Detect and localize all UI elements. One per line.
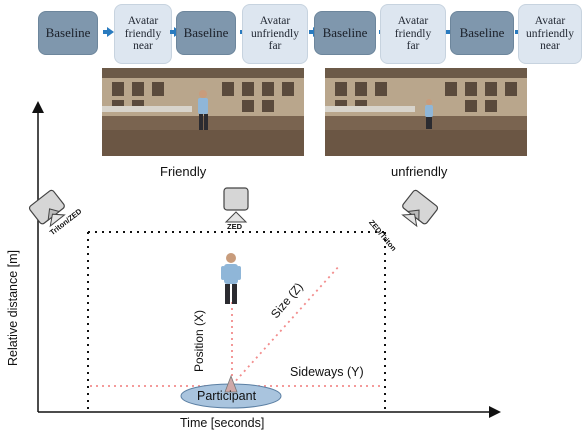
avatar-icon: [221, 253, 241, 304]
baseline-block: Baseline: [450, 11, 514, 55]
y-axis-label: Relative distance [m]: [6, 249, 20, 366]
baseline-block: Baseline: [314, 11, 376, 55]
center-camera-label: ZED: [227, 222, 242, 231]
friendly-avatar-photo: [102, 68, 304, 156]
room-boundary: [87, 231, 386, 412]
participant-label: Participant: [197, 389, 257, 403]
unfriendly-avatar-photo: [325, 68, 527, 156]
camera-icon: [223, 187, 249, 223]
baseline-block: Baseline: [176, 11, 236, 55]
camera-icon: [28, 189, 66, 228]
condition-block: Avatar unfriendly near: [518, 4, 582, 64]
condition-block: Avatar unfriendly far: [242, 4, 308, 64]
unfriendly-caption: unfriendly: [391, 164, 448, 179]
sideways-label: Sideways (Y): [290, 365, 364, 379]
camera-icon: [401, 189, 439, 228]
condition-block: Avatar friendly near: [114, 4, 172, 64]
participant-marker-icon: [224, 374, 238, 393]
friendly-caption: Friendly: [160, 164, 207, 179]
position-label: Position (X): [192, 309, 206, 372]
baseline-block: Baseline: [38, 11, 98, 55]
condition-block: Avatar friendly far: [380, 4, 446, 64]
condition-sequence: Baseline Avatar friendly near Baseline A…: [0, 0, 586, 70]
avatar-figure: [425, 99, 433, 129]
x-axis-label: Time [seconds]: [180, 416, 265, 430]
arrow-icon: [103, 27, 114, 37]
avatar-figure: [198, 90, 208, 130]
